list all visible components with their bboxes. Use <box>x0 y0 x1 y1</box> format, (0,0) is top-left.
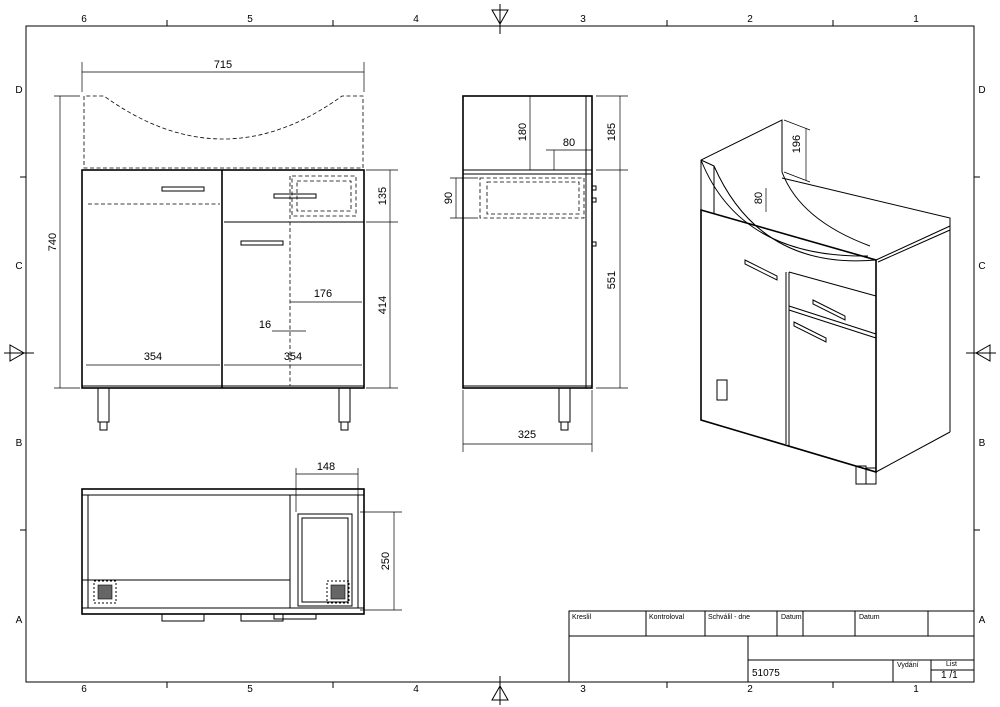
centering-mark-bottom <box>491 676 509 705</box>
dim-side-body-height: 551 <box>606 271 618 289</box>
dim-side-top: 180 <box>517 123 529 141</box>
row-label-right: A <box>979 615 986 626</box>
dim-side-back-height: 185 <box>606 123 618 141</box>
row-label-right: C <box>978 261 985 272</box>
tb-drawing-number: 51075 <box>752 668 780 679</box>
dim-gap: 16 <box>259 319 271 331</box>
tb-sheet-label: List <box>946 661 957 668</box>
title-block: Kreslil Kontroloval Schválil - dne Datum… <box>568 610 975 683</box>
tb-checked: Kontroloval <box>649 614 684 621</box>
tb-date-1: Datum <box>781 614 802 621</box>
dim-door-height: 414 <box>377 296 389 314</box>
dim-side-depth-cut: 80 <box>563 137 575 149</box>
tb-sheet-value: 1 /1 <box>941 670 958 681</box>
row-label-left: B <box>16 438 23 449</box>
dim-top-drawer-width: 148 <box>317 461 335 473</box>
col-label-bottom: 1 <box>913 684 919 695</box>
row-label-right: D <box>978 85 985 96</box>
row-label-left: C <box>15 261 22 272</box>
top-view: 148 250 <box>81 461 402 622</box>
dim-front-width: 715 <box>214 59 232 71</box>
col-label-top: 6 <box>81 14 87 25</box>
dim-side-depth: 325 <box>518 429 536 441</box>
col-label-bottom: 4 <box>413 684 419 695</box>
dim-shelf-offset: 176 <box>314 288 332 300</box>
col-label-top: 4 <box>413 14 419 25</box>
col-label-bottom: 2 <box>747 684 753 695</box>
dim-front-height: 740 <box>47 233 59 251</box>
dim-side-drawer: 90 <box>443 192 455 204</box>
col-label-bottom: 3 <box>580 684 586 695</box>
front-view: 715 740 135 414 354 354 176 16 <box>47 59 398 431</box>
col-label-top: 5 <box>247 14 253 25</box>
dim-iso-depth: 80 <box>753 192 765 204</box>
centering-mark-right <box>966 344 996 362</box>
col-label-top: 3 <box>580 14 586 25</box>
isometric-view: 196 80 <box>700 119 951 485</box>
dim-top-depth: 250 <box>380 552 392 570</box>
drawing-frame <box>4 4 996 705</box>
row-label-left: D <box>15 85 22 96</box>
dim-door-width-right: 354 <box>284 351 302 363</box>
row-label-right: B <box>979 438 986 449</box>
dim-iso-height: 196 <box>791 135 803 153</box>
grid-labels: 6 5 4 3 2 1 6 5 4 3 2 1 D C B A D C B A <box>15 14 985 695</box>
row-label-left: A <box>16 615 23 626</box>
col-label-bottom: 6 <box>81 684 87 695</box>
tb-edition: Vydání <box>897 662 919 669</box>
tb-approved: Schválil - dne <box>708 614 750 621</box>
centering-mark-left <box>4 344 34 362</box>
dim-drawer-height: 135 <box>377 187 389 205</box>
col-label-bottom: 5 <box>247 684 253 695</box>
tb-date-2: Datum <box>859 614 880 621</box>
col-label-top: 2 <box>747 14 753 25</box>
centering-mark-top <box>491 4 509 34</box>
col-label-top: 1 <box>913 14 919 25</box>
dim-door-width-left: 354 <box>144 351 162 363</box>
tb-drawn: Kreslil <box>572 614 592 621</box>
side-view: 180 80 185 90 551 325 <box>443 95 628 452</box>
